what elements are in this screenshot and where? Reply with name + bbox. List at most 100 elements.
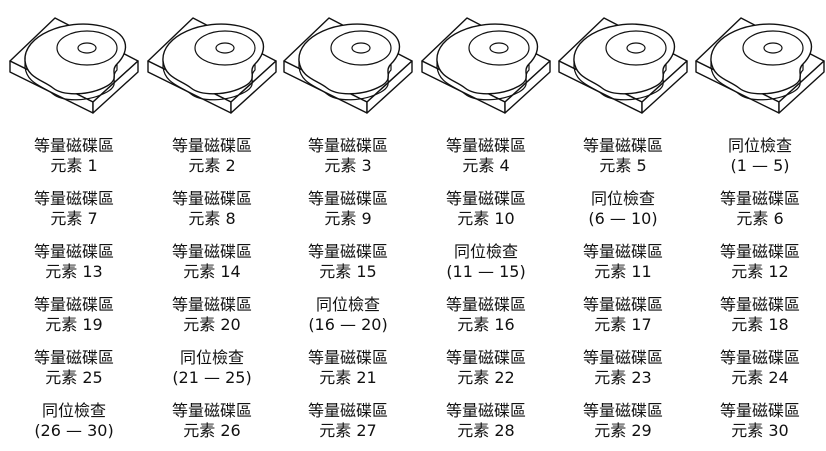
parity-block: 同位檢查(11 — 15) (418, 242, 554, 282)
stripe-label: 等量磁碟區 (582, 136, 663, 155)
stripe-label: 等量磁碟區 (307, 189, 388, 208)
stripe-element: 等量磁碟區元素 27 (280, 401, 416, 441)
element-number: 元素 7 (50, 209, 98, 228)
parity-label: 同位檢查 (315, 295, 380, 314)
stripe-element: 等量磁碟區元素 16 (418, 295, 554, 335)
element-number: 元素 11 (594, 262, 652, 281)
stripe-element: 等量磁碟區元素 15 (280, 242, 416, 282)
stripe-label: 等量磁碟區 (171, 189, 252, 208)
stripe-label: 等量磁碟區 (33, 189, 114, 208)
element-number: 元素 20 (183, 315, 241, 334)
parity-label: 同位檢查 (727, 136, 792, 155)
stripe-element: 等量磁碟區元素 3 (280, 136, 416, 176)
element-number: 元素 29 (594, 421, 652, 440)
element-number: 元素 22 (457, 368, 515, 387)
stripe-element: 等量磁碟區元素 9 (280, 189, 416, 229)
parity-label: 同位檢查 (590, 189, 655, 208)
disk-row (0, 6, 826, 124)
parity-block: 同位檢查(21 — 25) (144, 348, 280, 388)
stripe-element: 等量磁碟區元素 13 (6, 242, 142, 282)
stripe-label: 等量磁碟區 (307, 348, 388, 367)
stripe-label: 等量磁碟區 (171, 295, 252, 314)
stripe-label: 等量磁碟區 (582, 295, 663, 314)
disk-4-icon (417, 6, 555, 124)
disk-5-icon (554, 6, 692, 124)
parity-range: (1 — 5) (730, 156, 790, 175)
disk-2-icon (143, 6, 281, 124)
stripe-label: 等量磁碟區 (582, 242, 663, 261)
stripe-element: 等量磁碟區元素 8 (144, 189, 280, 229)
stripe-element: 等量磁碟區元素 26 (144, 401, 280, 441)
stripe-label: 等量磁碟區 (719, 242, 800, 261)
stripe-label: 等量磁碟區 (171, 136, 252, 155)
parity-label: 同位檢查 (453, 242, 518, 261)
element-number: 元素 9 (324, 209, 372, 228)
parity-block: 同位檢查(16 — 20) (280, 295, 416, 335)
parity-range: (16 — 20) (308, 315, 388, 334)
stripe-element: 等量磁碟區元素 23 (555, 348, 691, 388)
stripe-element: 等量磁碟區元素 5 (555, 136, 691, 176)
stripe-element: 等量磁碟區元素 14 (144, 242, 280, 282)
parity-block: 同位檢查(1 — 5) (692, 136, 826, 176)
parity-range: (6 — 10) (588, 209, 658, 228)
parity-range: (21 — 25) (172, 368, 252, 387)
stripe-element: 等量磁碟區元素 7 (6, 189, 142, 229)
element-number: 元素 2 (188, 156, 236, 175)
element-number: 元素 23 (594, 368, 652, 387)
parity-block: 同位檢查(6 — 10) (555, 189, 691, 229)
element-number: 元素 27 (319, 421, 377, 440)
stripe-label: 等量磁碟區 (445, 189, 526, 208)
parity-block: 同位檢查(26 — 30) (6, 401, 142, 441)
parity-label: 同位檢查 (179, 348, 244, 367)
stripe-label: 等量磁碟區 (719, 189, 800, 208)
parity-range: (11 — 15) (446, 262, 526, 281)
stripe-element: 等量磁碟區元素 24 (692, 348, 826, 388)
element-number: 元素 1 (50, 156, 98, 175)
stripe-element: 等量磁碟區元素 21 (280, 348, 416, 388)
stripe-element: 等量磁碟區元素 28 (418, 401, 554, 441)
element-number: 元素 5 (599, 156, 647, 175)
stripe-element: 等量磁碟區元素 1 (6, 136, 142, 176)
parity-label: 同位檢查 (41, 401, 106, 420)
stripe-element: 等量磁碟區元素 11 (555, 242, 691, 282)
stripe-label: 等量磁碟區 (719, 401, 800, 420)
element-number: 元素 30 (731, 421, 789, 440)
element-number: 元素 25 (45, 368, 103, 387)
element-number: 元素 4 (462, 156, 510, 175)
element-number: 元素 18 (731, 315, 789, 334)
disk-3-icon (279, 6, 417, 124)
stripe-label: 等量磁碟區 (719, 295, 800, 314)
stripe-element: 等量磁碟區元素 20 (144, 295, 280, 335)
element-number: 元素 26 (183, 421, 241, 440)
stripe-element: 等量磁碟區元素 4 (418, 136, 554, 176)
stripe-label: 等量磁碟區 (445, 136, 526, 155)
stripe-label: 等量磁碟區 (171, 401, 252, 420)
stripe-element: 等量磁碟區元素 18 (692, 295, 826, 335)
element-number: 元素 8 (188, 209, 236, 228)
stripe-element: 等量磁碟區元素 2 (144, 136, 280, 176)
element-number: 元素 10 (457, 209, 515, 228)
element-number: 元素 17 (594, 315, 652, 334)
stripe-label: 等量磁碟區 (33, 348, 114, 367)
stripe-label: 等量磁碟區 (445, 401, 526, 420)
stripe-label: 等量磁碟區 (33, 295, 114, 314)
stripe-element: 等量磁碟區元素 19 (6, 295, 142, 335)
stripe-label: 等量磁碟區 (171, 242, 252, 261)
stripe-element: 等量磁碟區元素 25 (6, 348, 142, 388)
stripe-element: 等量磁碟區元素 6 (692, 189, 826, 229)
stripe-label: 等量磁碟區 (33, 136, 114, 155)
element-number: 元素 14 (183, 262, 241, 281)
stripe-label: 等量磁碟區 (719, 348, 800, 367)
stripe-label: 等量磁碟區 (33, 242, 114, 261)
element-number: 元素 13 (45, 262, 103, 281)
stripe-label: 等量磁碟區 (307, 242, 388, 261)
stripe-label: 等量磁碟區 (582, 401, 663, 420)
element-number: 元素 3 (324, 156, 372, 175)
stripe-label: 等量磁碟區 (445, 348, 526, 367)
stripe-element: 等量磁碟區元素 30 (692, 401, 826, 441)
stripe-element: 等量磁碟區元素 12 (692, 242, 826, 282)
element-number: 元素 15 (319, 262, 377, 281)
element-number: 元素 6 (736, 209, 784, 228)
stripe-element: 等量磁碟區元素 10 (418, 189, 554, 229)
